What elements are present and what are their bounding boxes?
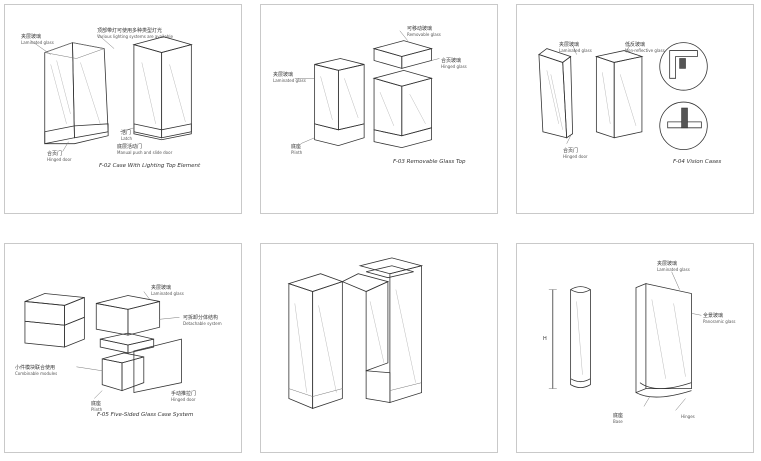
product-card-6[interactable]: 夹层玻璃 Laminated glass H 全景玻璃 Panoramic gl… xyxy=(516,243,754,453)
card-2-label-plinth-cn: 底座 xyxy=(291,144,302,150)
product-card-5[interactable] xyxy=(260,243,498,453)
display-case-sketch-5 xyxy=(287,257,424,410)
card-4-label-hinged-en: Hinged door xyxy=(171,397,196,402)
card-6-label-hinges: Hinges xyxy=(681,414,695,419)
card-4-label-laminated-en: Laminated glass xyxy=(151,291,184,296)
card-4-label-detachable-cn: 可拆卸分体结构 xyxy=(183,315,219,321)
card-2-label-hinged-cn: 合页玻璃 xyxy=(441,58,462,64)
card-3-label-nonreflective-cn: 低反玻璃 xyxy=(625,42,646,48)
card-2-label-removable-en: Removable glass xyxy=(407,32,441,37)
card-2-label-removable-cn: 可移动玻璃 xyxy=(407,26,433,32)
card-3-caption: F-04 Vision Cases xyxy=(673,159,722,165)
card-1-caption: F-02 Case With Lighting Top Element xyxy=(99,163,201,169)
display-case-sketch-1 xyxy=(30,34,193,152)
card-1-label-lighting-cn: 顶部带灯可使用多种类型灯光 xyxy=(97,28,163,34)
card-1-label-lighting-en: Various lighting systems are available xyxy=(97,34,173,39)
product-card-1[interactable]: 夹层玻璃 Laminated glass 顶部带灯可使用多种类型灯光 Vario… xyxy=(4,4,242,214)
card-2-label-laminated-en: Laminated glass xyxy=(273,78,306,83)
card-6-label-height: H xyxy=(543,336,547,342)
card-1-label-slide-cn: 底层活动门 xyxy=(117,144,143,150)
card-3-label-nonreflective-en: Non-reflective glass xyxy=(625,48,665,53)
card-4-label-hinged-cn: 手动推拉门 xyxy=(171,391,197,397)
product-card-4[interactable]: 夹层玻璃 Laminated glass 可拆卸分体结构 Detachable … xyxy=(4,243,242,453)
card-6-label-laminated-cn: 夹层玻璃 xyxy=(657,261,678,267)
display-case-sketch-2 xyxy=(294,30,440,149)
card-4-label-plinth-cn: 底座 xyxy=(91,401,102,407)
card-3-label-hinged-cn: 合页门 xyxy=(563,148,579,154)
card-4-label-modules-en: Combinable modules xyxy=(15,371,58,376)
display-case-sketch-4 xyxy=(24,291,182,399)
card-1-label-laminated-en: Laminated glass xyxy=(21,40,54,45)
card-1-label-hinged-en: Hinged door xyxy=(47,157,72,162)
card-3-label-laminated-en: Laminated glass xyxy=(559,48,592,53)
card-1-label-latch-en: Latch xyxy=(121,136,132,141)
card-1-label-laminated-cn: 夹层玻璃 xyxy=(21,34,42,40)
card-4-label-modules-cn: 小件模块联合使用 xyxy=(15,365,56,371)
card-6-label-panoramic-en: Panoramic glass xyxy=(703,319,736,324)
card-2-label-hinged-en: Hinged glass xyxy=(441,64,467,69)
display-case-sketch-6 xyxy=(548,271,702,411)
card-6-label-laminated-en: Laminated glass xyxy=(657,267,690,272)
card-2-caption: F-03 Removable Glass Top xyxy=(393,159,466,165)
product-card-3[interactable]: 夹层玻璃 Laminated glass 低反玻璃 Non-reflective… xyxy=(516,4,754,214)
card-2-label-plinth-en: Plinth xyxy=(291,150,303,155)
card-6-label-base-cn: 底座 xyxy=(613,413,624,419)
card-4-label-plinth-en: Plinth xyxy=(91,407,103,412)
card-6-label-base-en: Base xyxy=(613,419,623,424)
product-card-2[interactable]: 可移动玻璃 Removable glass 夹层玻璃 Laminated gla… xyxy=(260,4,498,214)
card-3-label-laminated-cn: 夹层玻璃 xyxy=(559,42,580,48)
card-4-label-laminated-cn: 夹层玻璃 xyxy=(151,285,172,291)
card-4-label-detachable-en: Detachable system xyxy=(183,321,222,326)
card-1-label-latch-cn: 活门 xyxy=(121,130,132,136)
card-2-label-laminated-cn: 夹层玻璃 xyxy=(273,72,294,78)
card-6-label-panoramic-cn: 全景玻璃 xyxy=(703,313,724,319)
card-1-label-slide-en: Manual push and slide door xyxy=(117,150,173,155)
card-4-caption: F-05 Five-Sided Glass Case System xyxy=(97,412,194,418)
card-1-label-hinged-cn: 合页门 xyxy=(47,151,63,157)
display-case-sketch-3 xyxy=(538,42,708,151)
card-3-label-hinged-en: Hinged door xyxy=(563,154,588,159)
